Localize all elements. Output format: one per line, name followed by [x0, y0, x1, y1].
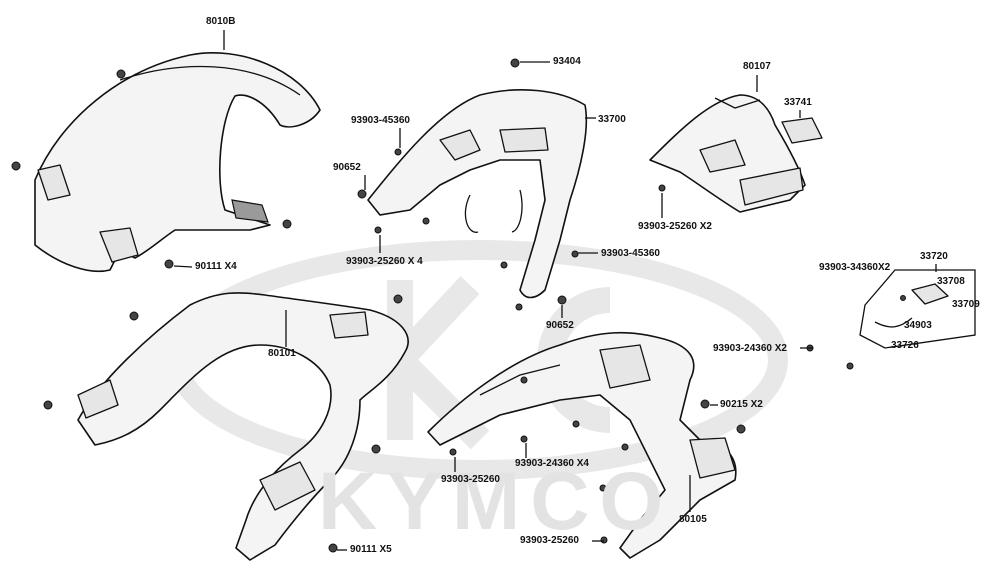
rear-fender-8010b	[34, 51, 321, 273]
part-label-33700: 33700	[598, 114, 626, 125]
license-light-box	[859, 269, 976, 349]
part-label-93903-34360x2: 93903-34360X2	[819, 262, 891, 273]
part-label-93903-25260-x2: 93903-25260 X2	[638, 221, 712, 232]
reflector-33741	[781, 117, 823, 144]
frame-33700	[367, 89, 588, 299]
watermark-text: KYMCO	[318, 456, 674, 547]
part-label-33720: 33720	[920, 251, 948, 262]
part-label-90652-bottom: 90652	[546, 320, 574, 331]
part-label-93903-45360-right: 93903-45360	[601, 248, 660, 259]
part-label-90215-x2: 90215 X2	[720, 399, 763, 410]
part-label-80105: 80105	[679, 514, 707, 525]
part-label-93903-25260-mid: 93903-25260	[441, 474, 500, 485]
part-label-93903-24360-x2: 93903-24360 X2	[713, 343, 787, 354]
part-label-33741: 33741	[784, 97, 812, 108]
part-label-90111-x5: 90111 X5	[350, 544, 392, 555]
part-label-34903: 34903	[904, 320, 932, 331]
part-label-90111-x4: 90111 X4	[195, 261, 237, 272]
part-label-93903-45360-top: 93903-45360	[351, 115, 410, 126]
part-label-8010b: 8010B	[206, 16, 236, 27]
part-label-33726: 33726	[891, 340, 919, 351]
part-label-33709: 33709	[952, 299, 980, 310]
part-label-33708: 33708	[937, 276, 965, 287]
part-label-93903-25260-x4: 93903-25260 X 4	[346, 256, 423, 267]
part-label-93903-24360-x4: 93903-24360 X4	[515, 458, 589, 469]
fasteners	[11, 58, 854, 553]
part-label-80101: 80101	[268, 348, 296, 359]
bracket-80105	[427, 331, 737, 559]
part-label-80107: 80107	[743, 61, 771, 72]
label-leaders	[173, 30, 937, 551]
part-label-93404: 93404	[553, 56, 581, 67]
rear-cover-80101	[77, 292, 409, 561]
part-label-93903-25260-bottom: 93903-25260	[520, 535, 579, 546]
part-label-90652-top: 90652	[333, 162, 361, 173]
cover-80107	[649, 94, 806, 213]
